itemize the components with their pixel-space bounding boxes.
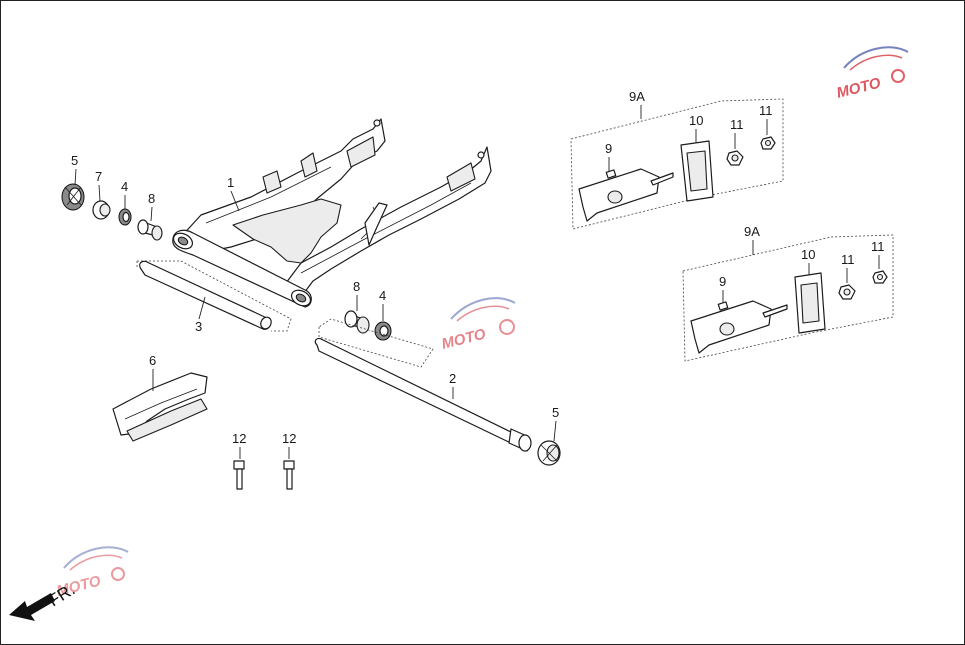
label-plate-top: 10 [689,113,703,128]
adjuster-assy-bottom-box [682,234,894,362]
swingarm[interactable] [171,118,492,309]
label-nut-bottom-a: 11 [841,252,855,267]
label-adjuster-assy-bottom: 9A [744,224,760,239]
adjuster-bottom[interactable] [690,300,788,354]
label-adjuster-assy-top: 9A [629,89,645,104]
chain-slider[interactable] [112,372,208,442]
adjuster-plate-top[interactable] [680,140,714,202]
nut-bottom-b[interactable] [872,270,888,284]
watermark-text-center: MOTO [440,325,488,352]
collar[interactable] [92,200,111,220]
bolt-b[interactable] [283,460,295,490]
label-collar: 7 [95,169,102,184]
pivot-tube[interactable] [139,260,274,330]
dust-seal-right[interactable] [374,321,392,341]
label-adjuster-bottom: 9 [719,274,726,289]
watermark-top-right: MOTO [835,46,909,102]
label-cap-left: 5 [71,153,78,168]
label-axle: 2 [449,371,456,386]
nut-top-b[interactable] [760,136,776,150]
adjuster-plate-bottom[interactable] [794,272,826,334]
needle-bearing-left[interactable] [137,219,163,241]
needle-bearing-right[interactable] [344,310,370,334]
label-cap-right: 5 [552,405,559,420]
nut-top-a[interactable] [726,150,744,166]
front-direction-arrow: FR. [9,580,78,621]
label-seal-right: 4 [379,288,386,303]
label-pivot-tube: 3 [195,319,202,334]
label-bolt-b: 12 [282,431,296,446]
nut-bottom-a[interactable] [838,284,856,300]
label-bearing-left: 8 [148,191,155,206]
dust-seal-left[interactable] [118,208,132,226]
pivot-axle[interactable] [314,337,532,452]
label-nut-bottom-b: 11 [871,239,885,254]
watermark-center: MOTO [440,297,516,353]
label-swingarm: 1 [227,175,234,190]
label-seal-left: 4 [121,179,128,194]
label-adjuster-top: 9 [605,141,612,156]
label-bearing-right: 8 [353,279,360,294]
label-nut-top-b: 11 [759,103,773,118]
pivot-cap-right[interactable] [537,440,561,466]
pivot-cap-left[interactable] [61,183,85,211]
label-chain-slider: 6 [149,353,156,368]
bolt-a[interactable] [233,460,245,490]
label-nut-top-a: 11 [730,117,744,132]
adjuster-top[interactable] [578,168,674,222]
label-plate-bottom: 10 [801,247,815,262]
watermark-text: MOTO [835,74,883,101]
label-bolt-a: 12 [232,431,246,446]
